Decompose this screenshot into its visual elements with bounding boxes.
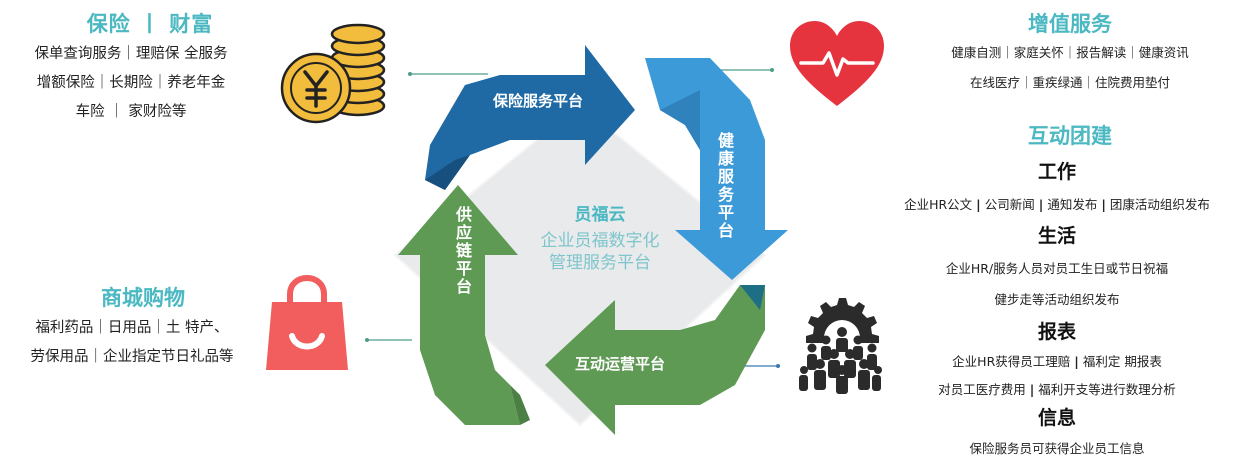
connector-team-dot bbox=[776, 364, 780, 368]
life-line: 健步走等活动组织发布 bbox=[994, 292, 1120, 307]
supply-platform-label: 供应链平台 bbox=[453, 206, 472, 296]
value-service-title: 增值服务 bbox=[1028, 12, 1112, 36]
separator: | bbox=[976, 197, 981, 212]
yen-coins-icon bbox=[280, 23, 386, 124]
insurance-line: 车险 ｜ 家财险等 bbox=[75, 104, 187, 120]
report-item: 企业HR获得员工理赔 bbox=[952, 354, 1071, 369]
insurance-title: 保险 丨 财富 bbox=[86, 12, 214, 36]
insurance-list: 保单查询服务｜理赔保 全服务 增额保险｜长期险｜养老年金 车险 ｜ 家财险等 bbox=[6, 40, 256, 127]
insurance-line: 保单查询服务｜理赔保 全服务 bbox=[34, 46, 228, 62]
separator: | bbox=[1101, 197, 1106, 212]
report-heading: 报表 bbox=[1037, 321, 1076, 343]
mall-line: 劳保用品｜企业指定节日礼品等 bbox=[30, 349, 234, 365]
work-item: 公司新闻 bbox=[984, 197, 1035, 212]
interaction-platform-arrow bbox=[545, 285, 765, 435]
center-subtitle-1: 企业员福数字化 bbox=[540, 231, 660, 251]
heartbeat-icon bbox=[790, 21, 884, 106]
report-line-1: 企业HR获得员工理赔|福利定 期报表 bbox=[870, 351, 1244, 370]
separator: | bbox=[1029, 382, 1035, 397]
interaction-platform-label: 互动运营平台 bbox=[575, 355, 666, 373]
info-heading: 信息 bbox=[1037, 407, 1076, 429]
separator: | bbox=[1074, 354, 1079, 369]
team-title: 互动团建 bbox=[1028, 124, 1112, 148]
insurance-platform-label: 保险服务平台 bbox=[493, 92, 584, 110]
connector-mall-dot bbox=[365, 338, 369, 342]
insurance-platform-arrow bbox=[425, 45, 635, 190]
info-line: 保险服务员可获得企业员工信息 bbox=[969, 441, 1145, 456]
center-diamond bbox=[395, 105, 765, 425]
life-heading: 生活 bbox=[1037, 225, 1076, 247]
work-item: 企业HR公文 bbox=[904, 197, 973, 212]
value-service-list: 健康自测｜家庭关怀｜报告解读｜健康资讯 在线医疗｜重疾绿通｜住院费用垫付 bbox=[915, 38, 1225, 98]
health-platform-label: 健康服务平台 bbox=[715, 132, 734, 240]
work-item: 通知发布 bbox=[1047, 197, 1098, 212]
insurance-line: 增额保险｜长期险｜养老年金 bbox=[36, 75, 226, 91]
work-item: 团康活动组织发布 bbox=[1109, 197, 1210, 212]
center-subtitle-2: 管理服务平台 bbox=[549, 253, 651, 273]
connector-value-dot bbox=[770, 68, 774, 72]
mall-title: 商城购物 bbox=[101, 286, 185, 310]
supply-platform-arrow bbox=[398, 185, 520, 425]
mall-line: 福利药品｜日用品｜土 特产、 bbox=[35, 320, 229, 336]
value-service-line: 健康自测｜家庭关怀｜报告解读｜健康资讯 bbox=[951, 45, 1189, 60]
report-item: 福利定 期报表 bbox=[1082, 354, 1162, 369]
separator: | bbox=[1038, 197, 1044, 212]
shopping-bag-icon bbox=[266, 274, 348, 370]
cycle-diagram bbox=[393, 45, 788, 435]
team-gear-icon bbox=[799, 298, 882, 394]
report-line-2: 对员工医疗费用|福利开支等进行数理分析 bbox=[870, 379, 1244, 398]
life-line: 企业HR/服务人员对员工生日或节日祝福 bbox=[945, 261, 1169, 276]
work-heading: 工作 bbox=[1037, 161, 1076, 183]
mall-list: 福利药品｜日用品｜土 特产、 劳保用品｜企业指定节日礼品等 bbox=[4, 314, 260, 372]
value-service-line: 在线医疗｜重疾绿通｜住院费用垫付 bbox=[969, 75, 1170, 90]
report-item: 福利开支等进行数理分析 bbox=[1038, 382, 1176, 397]
work-items: 企业HR公文|公司新闻|通知发布|团康活动组织发布 bbox=[870, 194, 1244, 213]
report-item: 对员工医疗费用 bbox=[938, 382, 1026, 397]
center-title: 员福云 bbox=[574, 205, 626, 225]
connector-insurance-dot bbox=[408, 72, 412, 76]
